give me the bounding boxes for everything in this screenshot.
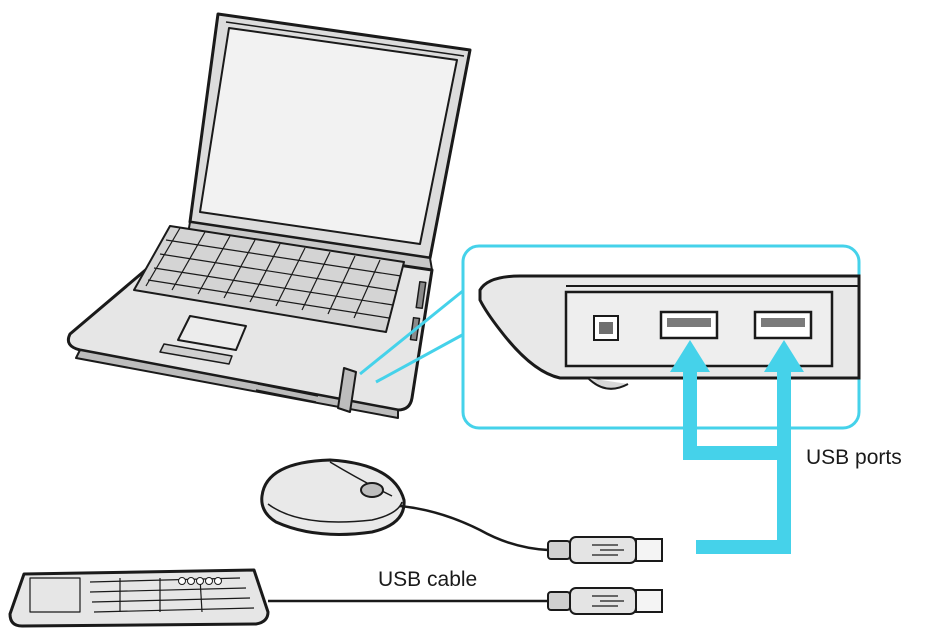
usb-cable-label: USB cable (378, 568, 478, 591)
laptop-keyboard (133, 225, 405, 333)
mouse-wheel (360, 482, 384, 498)
usb-plug-icon (547, 536, 663, 564)
keyboard-icon (8, 568, 270, 628)
usb-port-icon (753, 310, 813, 340)
laptop-touchpad (177, 315, 247, 351)
callout-pointer (359, 288, 465, 384)
usb-ports-label: USB ports (806, 446, 902, 469)
firewire-port-icon (593, 315, 619, 341)
usb-ports-callout (461, 244, 861, 430)
mouse-cable (399, 504, 549, 552)
port-arrows (670, 340, 804, 554)
arrow-right-port (764, 340, 804, 540)
mouse-icon (260, 458, 406, 536)
usb-port-icon (659, 310, 719, 340)
usb-cables (268, 504, 549, 603)
laptop-icon (66, 12, 472, 419)
arrow-left-port (670, 340, 710, 460)
usb-plug-icon (547, 587, 663, 615)
laptop-screen (199, 27, 458, 245)
